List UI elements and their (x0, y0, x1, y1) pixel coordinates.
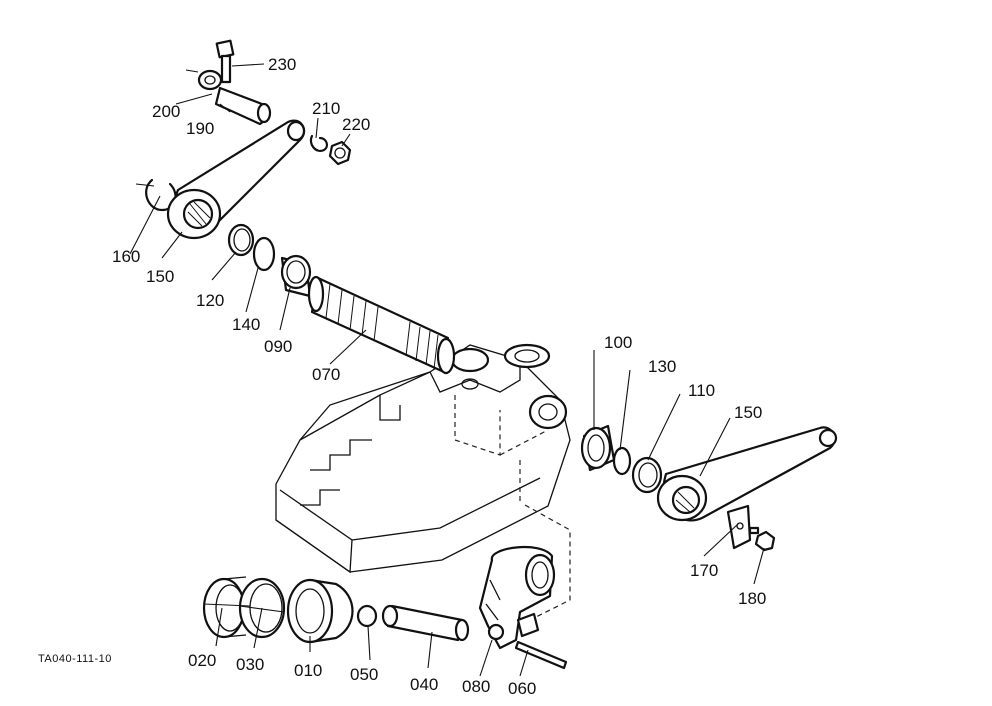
part-070-splined-shaft (307, 275, 456, 375)
callout-050: 050 (350, 665, 378, 684)
part-150-lift-arm-left (166, 119, 306, 240)
callout-100: 100 (604, 333, 632, 352)
part-170-plate (726, 504, 752, 550)
callout-090: 090 (264, 337, 292, 356)
callout-160: 160 (112, 247, 140, 266)
callout-130: 130 (648, 357, 676, 376)
part-100-bushing (580, 424, 616, 472)
callout-180: 180 (738, 589, 766, 608)
transmission-housing (275, 343, 571, 626)
callout-060: 060 (508, 679, 536, 698)
part-130-o-ring (612, 446, 632, 476)
callout-030: 030 (236, 655, 264, 674)
callout-210: 210 (312, 99, 340, 118)
callout-020: 020 (188, 651, 216, 670)
part-110-ring (631, 456, 663, 494)
part-080-arm (478, 545, 556, 650)
callout-230: 230 (268, 55, 296, 74)
callout-150-right: 150 (734, 403, 762, 422)
leader-lines (129, 63, 765, 677)
part-150-lift-arm-right (656, 426, 838, 522)
callout-070: 070 (312, 365, 340, 384)
part-040-rod (381, 604, 470, 642)
callout-labels: 230 200 190 210 220 160 150 120 140 090 … (112, 55, 766, 698)
callout-080: 080 (462, 677, 490, 696)
part-060-pin (514, 640, 568, 670)
part-210-clip (309, 134, 329, 152)
part-200-washer (197, 69, 223, 91)
part-220-nut (328, 140, 352, 166)
callout-010: 010 (294, 661, 322, 680)
part-190-shaft (214, 86, 272, 126)
part-180-bolt (748, 526, 776, 552)
callout-190: 190 (186, 119, 214, 138)
callout-110: 110 (688, 381, 715, 400)
part-050-o-ring (356, 604, 378, 628)
callout-200: 200 (152, 102, 180, 121)
part-160-snap-ring (145, 178, 177, 212)
part-120-ring (227, 223, 255, 257)
part-230-pin (215, 39, 235, 84)
callout-150-left: 150 (146, 267, 174, 286)
part-140-o-ring (252, 236, 276, 272)
callout-120: 120 (196, 291, 224, 310)
callout-140: 140 (232, 315, 260, 334)
part-010-piston (286, 578, 354, 644)
callout-170: 170 (690, 561, 718, 580)
callout-040: 040 (410, 675, 438, 694)
figure-code: TA040-111-10 (38, 653, 112, 665)
callout-220: 220 (342, 115, 370, 134)
part-090-bushing (280, 254, 312, 298)
